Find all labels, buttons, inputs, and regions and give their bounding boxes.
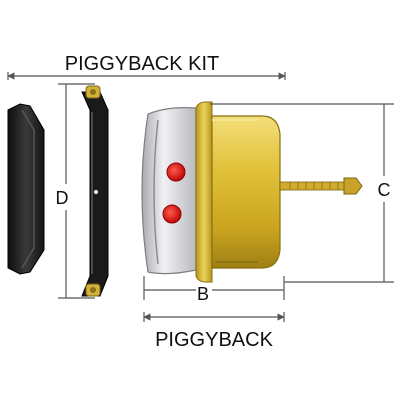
dimension-b [143, 276, 285, 300]
dimension-c [210, 103, 394, 283]
red-port-circle [162, 162, 186, 224]
piggyback-label: PIGGYBACK [155, 329, 273, 351]
dimension-d-label: D [56, 188, 69, 208]
piggyback-kit-label: PIGGYBACK KIT [65, 53, 219, 75]
dimension-c-label: C [378, 180, 391, 200]
push-rod-shape [279, 177, 363, 195]
brake-chamber-shape [195, 101, 281, 283]
piggyback-kit-dimension [7, 72, 286, 80]
flange-housing-shape [141, 107, 197, 275]
dimension-d [58, 83, 95, 299]
dimension-b-label: B [197, 284, 209, 304]
clamp-ring-shape [81, 85, 109, 297]
piggyback-dimension [143, 312, 285, 322]
gasket-plate-shape [7, 103, 45, 275]
